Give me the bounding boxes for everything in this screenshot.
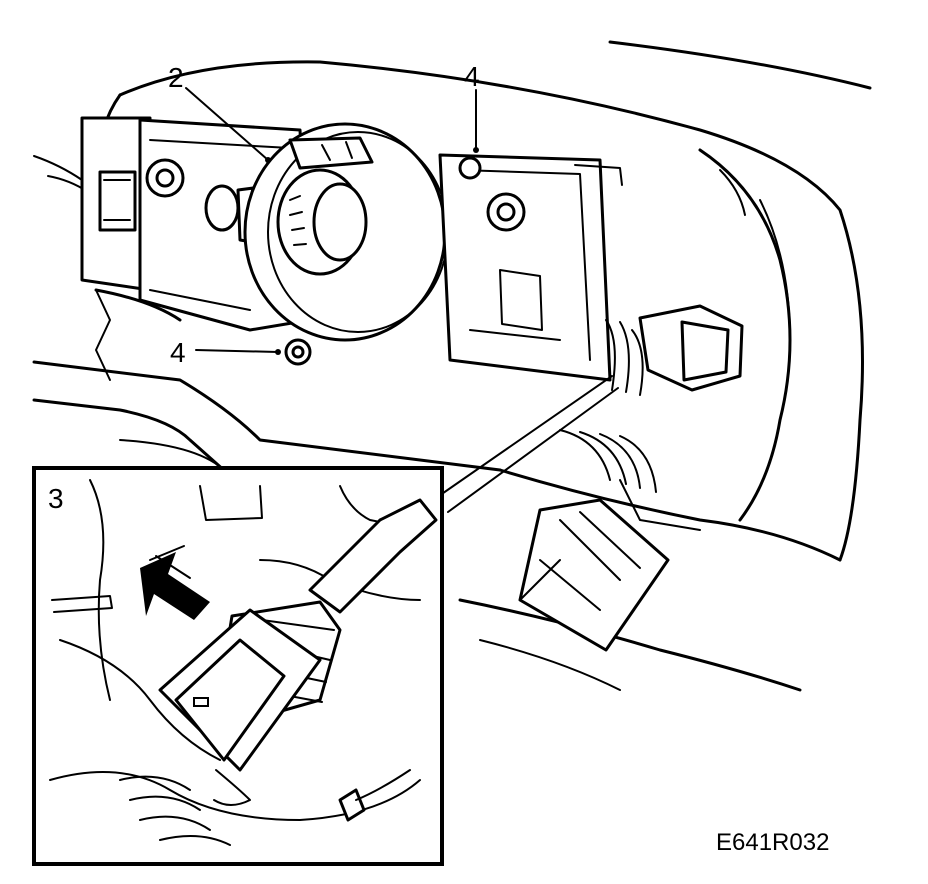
release-arrow-icon	[140, 545, 210, 620]
callout-3: 3	[48, 483, 64, 514]
switch-housing-right	[438, 153, 623, 382]
figure-code: E641R032	[716, 829, 829, 856]
screw-bottom	[284, 338, 312, 366]
callout-leaders	[185, 87, 479, 355]
contact-reel	[243, 122, 449, 342]
callout-2: 2	[168, 62, 184, 93]
screw-top	[458, 156, 482, 180]
detail-leader-lines	[435, 375, 619, 513]
callout-4-bottom: 4	[170, 337, 186, 368]
main-connector	[605, 304, 744, 396]
inset-connector	[119, 498, 438, 846]
callout-4-top: 4	[464, 61, 480, 92]
wiring-harness	[518, 429, 670, 652]
left-bracket	[80, 116, 152, 292]
